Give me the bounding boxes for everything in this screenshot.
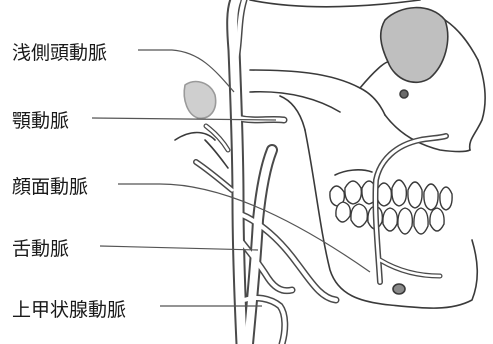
zygomatic-arch-lower <box>250 92 340 112</box>
lower-molar-1 <box>336 202 350 222</box>
lower-incisor-1 <box>414 208 428 234</box>
upper-canine <box>392 180 406 206</box>
label-facial-artery: 顔面動脈 <box>12 172 88 199</box>
nose-outline <box>470 60 486 150</box>
label-superficial-temporal-artery: 浅側頭動脈 <box>12 38 107 65</box>
lower-canine <box>398 208 412 234</box>
label-superior-thyroid-artery: 上甲状腺動脈 <box>12 295 126 322</box>
mastoid-shadow <box>184 82 215 119</box>
label-maxillary-artery: 顎動脈 <box>12 106 69 133</box>
lower-incisor-2 <box>430 208 444 231</box>
mandible-ramus <box>280 96 305 130</box>
cranium-outline <box>250 0 420 7</box>
upper-molar-2 <box>345 181 361 204</box>
occipital-contour <box>175 133 215 141</box>
nasal-bone <box>445 20 478 60</box>
lower-premolar-2 <box>383 208 397 231</box>
upper-incisor-2 <box>424 184 438 210</box>
mandible-inner <box>335 170 372 175</box>
infraorbital-foramen <box>400 90 408 98</box>
lower-molar-2 <box>351 204 367 227</box>
upper-premolar-2 <box>377 183 391 206</box>
skull <box>175 0 485 308</box>
label-lingual-artery: 舌動脈 <box>12 234 69 261</box>
cheekbone <box>360 62 388 88</box>
mental-foramen <box>393 284 405 294</box>
leader-lines <box>92 50 370 306</box>
orbit-outline <box>381 8 448 83</box>
upper-incisor-1 <box>408 182 422 208</box>
teeth <box>330 180 452 234</box>
upper-incisor-3 <box>440 187 452 210</box>
